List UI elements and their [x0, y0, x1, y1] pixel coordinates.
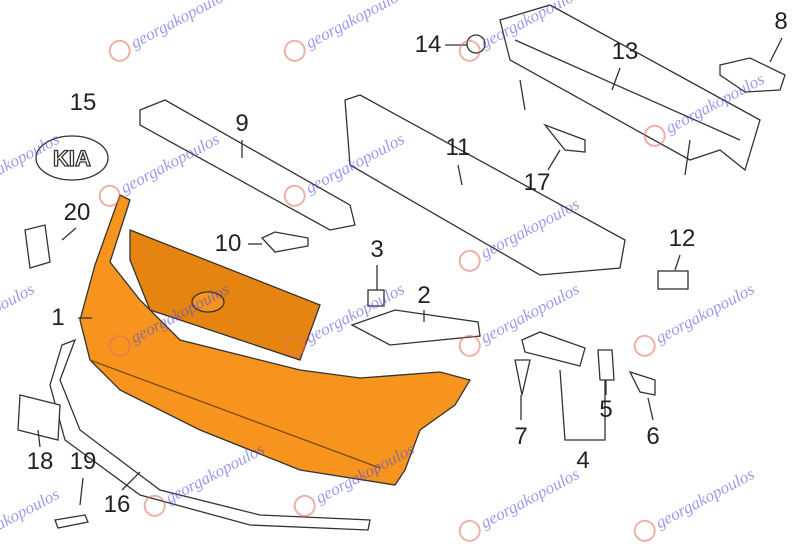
part-11-absorber [344, 94, 626, 276]
part-label-18: 18 [26, 448, 54, 475]
part-label-15: 15 [69, 89, 97, 116]
part-20-cap [24, 224, 51, 269]
part-label-7: 7 [514, 423, 528, 450]
part-label-1: 1 [51, 304, 65, 331]
part-label-10: 10 [214, 230, 242, 257]
part-label-12: 12 [668, 225, 696, 252]
part-12-block [657, 270, 689, 290]
part-13-reinforcement [499, 4, 761, 172]
part-label-13: 13 [611, 38, 639, 65]
emblem-logo-text: KIA [53, 146, 91, 171]
part-18-plate [17, 394, 61, 441]
part-label-19: 19 [69, 448, 97, 475]
part-label-9: 9 [235, 110, 249, 137]
part-2-bracket [350, 309, 481, 346]
part-label-11: 11 [445, 134, 471, 161]
part-19-screw [54, 514, 89, 529]
part-label-14: 14 [414, 31, 442, 58]
part-label-8: 8 [774, 8, 788, 35]
part-label-16: 16 [103, 491, 131, 518]
part-label-2: 2 [417, 282, 431, 309]
part-14-nut [466, 34, 486, 54]
part-4-bracket [521, 331, 586, 367]
part-7-screw [514, 359, 531, 396]
part-8-bracket [719, 57, 786, 93]
part-5-clip [597, 349, 615, 381]
part-label-4: 4 [576, 447, 590, 474]
part-label-5: 5 [599, 396, 613, 423]
part-label-6: 6 [646, 423, 660, 450]
part-label-3: 3 [370, 236, 384, 263]
part-1-bumper [79, 194, 472, 486]
part-15-emblem [35, 135, 109, 181]
part-9-absorber [139, 99, 356, 231]
part-17-bolt [543, 123, 586, 153]
part-label-17: 17 [523, 169, 551, 196]
part-6-screw [628, 370, 656, 396]
part-10-bolt [260, 231, 309, 253]
part-label-20: 20 [63, 199, 91, 226]
part-3-clip [367, 289, 385, 307]
